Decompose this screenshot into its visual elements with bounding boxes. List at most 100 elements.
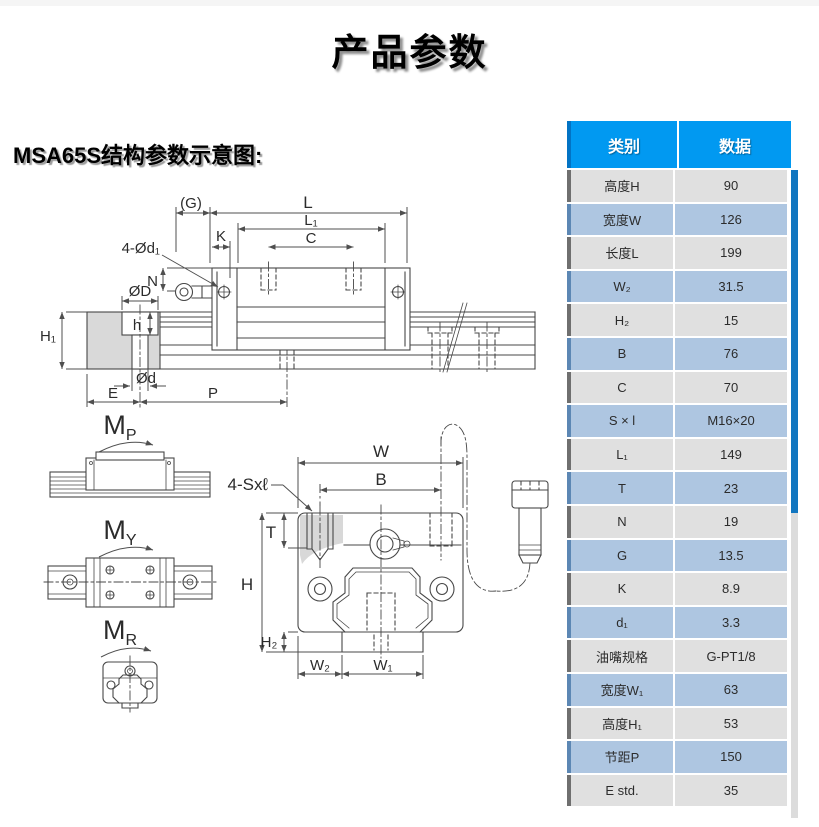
param-label: 宽度W₁	[567, 673, 673, 706]
moment-mp-label: MP	[103, 410, 136, 444]
moment-mp-drawing: MP	[49, 410, 211, 498]
table-row: E std.35	[567, 774, 791, 807]
dim-label-B: B	[375, 470, 386, 489]
param-value: 90	[675, 170, 787, 202]
param-label: 油嘴规格	[567, 640, 673, 672]
moment-mr-label: MR	[103, 615, 137, 649]
param-value: 149	[675, 438, 787, 471]
dim-label-G: (G)	[180, 195, 202, 212]
dim-label-K: K	[216, 228, 226, 245]
param-value: 63	[675, 673, 787, 706]
param-label: G	[567, 539, 673, 572]
param-label: C	[567, 371, 673, 404]
section-heading: MSA65S结构参数示意图:	[13, 143, 263, 168]
param-label: T	[567, 472, 673, 504]
param-value: 15	[675, 304, 787, 336]
param-label: S × l	[567, 405, 673, 437]
my-main: M	[103, 515, 126, 545]
param-label: W₂	[567, 270, 673, 303]
side-view-drawing: L L₁ C (G) K N 4-Ød₁ ØD h H₁ Ød E P	[40, 193, 536, 408]
param-value: 126	[675, 203, 787, 236]
moment-my-label: MY	[103, 515, 137, 549]
dim-label-H2: H₂	[261, 634, 278, 651]
dim-label-E: E	[108, 385, 118, 402]
dim-label-N: N	[147, 273, 158, 290]
param-label: B	[567, 337, 673, 370]
dim-label-H1: H₁	[40, 328, 56, 345]
param-label: 高度H	[567, 170, 673, 202]
dim-label-Od: Ød	[136, 370, 156, 387]
dim-label-W1: W₁	[373, 657, 392, 674]
param-label: 宽度W	[567, 203, 673, 236]
table-scrollbar[interactable]	[791, 170, 798, 818]
table-header-data: 数据	[679, 121, 791, 168]
param-value: 150	[675, 741, 787, 773]
param-label: 长度L	[567, 237, 673, 269]
param-value: 199	[675, 237, 787, 269]
param-label: 节距P	[567, 741, 673, 773]
dim-label-H: H	[241, 575, 253, 594]
technical-diagram: L L₁ C (G) K N 4-Ød₁ ØD h H₁ Ød E P	[40, 193, 549, 713]
mr-sub: R	[125, 632, 137, 649]
param-value: G-PT1/8	[675, 640, 787, 672]
param-value: 8.9	[675, 573, 787, 605]
dim-label-L1: L₁	[304, 212, 317, 229]
diagram-area: L L₁ C (G) K N 4-Ød₁ ØD h H₁ Ød E P	[0, 185, 565, 735]
dim-label-C: C	[306, 230, 317, 247]
param-label: d₁	[567, 606, 673, 639]
dim-label-h: h	[133, 317, 141, 334]
dim-label-W: W	[373, 442, 389, 461]
dim-label-T: T	[266, 523, 276, 542]
front-view-drawing: W B 4-Sxℓ T H H₂ W₂ W₁	[228, 436, 464, 679]
param-value: 31.5	[675, 270, 787, 303]
page-title: 产品参数	[331, 32, 488, 73]
bolt-drawing	[440, 423, 549, 592]
dim-label-4d1: 4-Ød₁	[122, 240, 160, 257]
dim-label-W2: W₂	[310, 657, 330, 674]
param-value: 76	[675, 337, 787, 370]
param-label: E std.	[567, 774, 673, 807]
moment-my-drawing: MY	[43, 515, 217, 608]
param-value: 35	[675, 774, 787, 807]
dim-label-L: L	[303, 193, 312, 212]
scrollbar-thumb[interactable]	[791, 170, 798, 513]
dim-label-P: P	[208, 385, 218, 402]
dim-label-OD: ØD	[129, 283, 152, 300]
param-label: H₂	[567, 304, 673, 336]
my-sub: Y	[126, 532, 137, 549]
mp-sub: P	[126, 427, 137, 444]
param-value: 19	[675, 505, 787, 538]
dim-label-4Sxl: 4-Sxℓ	[228, 475, 269, 494]
param-label: N	[567, 505, 673, 538]
param-label: L₁	[567, 438, 673, 471]
moment-mr-drawing: MR	[100, 615, 158, 713]
param-value: M16×20	[675, 405, 787, 437]
mp-main: M	[103, 410, 126, 440]
param-label: 高度H₁	[567, 707, 673, 740]
top-strip	[0, 0, 819, 6]
mr-main: M	[103, 615, 126, 645]
param-value: 23	[675, 472, 787, 504]
table-header-category: 类别	[567, 121, 677, 168]
table-header-row: 类别 数据	[567, 121, 791, 168]
param-value: 53	[675, 707, 787, 740]
